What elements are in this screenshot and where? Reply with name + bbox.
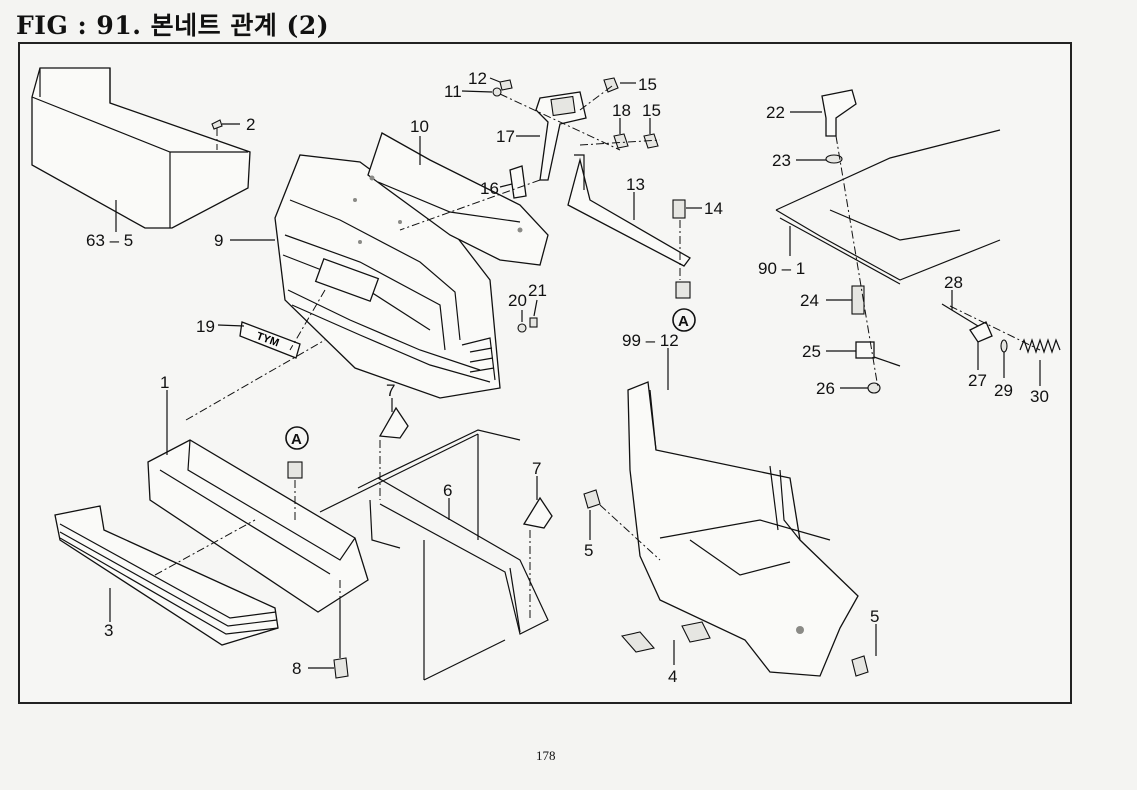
part-18-bolt: [613, 133, 629, 149]
label-15-mid: 15: [642, 101, 661, 120]
part-90-1-hood: [775, 129, 1001, 285]
part-10-upper-panel: [367, 132, 549, 266]
label-1: 1: [160, 373, 169, 392]
leader-lines: [109, 77, 1041, 681]
label-20: 20: [508, 291, 527, 310]
part-13-stay: [567, 154, 691, 267]
label-28: 28: [944, 273, 963, 292]
label-6: 6: [443, 481, 452, 500]
part-20-washer: [517, 323, 527, 333]
label-7-left: 7: [386, 381, 395, 400]
part-27-plate: [969, 321, 993, 343]
label-2: 2: [246, 115, 255, 134]
label-26: 26: [816, 379, 835, 398]
part-17-latch-bracket: [535, 91, 587, 181]
callout-a-right: A: [672, 281, 696, 332]
part-4-clips: [620, 621, 711, 653]
part-16-bracket: [509, 165, 527, 199]
part-26-nut: [867, 382, 881, 394]
svg-text:A: A: [678, 313, 689, 330]
label-8: 8: [292, 659, 301, 678]
part-14-cushion: [672, 199, 686, 219]
label-16: 16: [480, 179, 499, 198]
part-9-front-grille: [274, 154, 501, 399]
label-11: 11: [444, 82, 462, 101]
label-25: 25: [802, 342, 821, 361]
part-2-clip: [211, 119, 223, 150]
part-12-nut: [499, 79, 513, 91]
part-5-bolt-left: [583, 489, 601, 509]
part-22-knob: [821, 89, 857, 137]
label-90-1: 90 – 1: [758, 259, 805, 278]
part-63-5-cover: [31, 67, 251, 229]
label-24: 24: [800, 291, 819, 310]
label-29: 29: [994, 381, 1013, 400]
page-number: 178: [536, 748, 556, 763]
part-1-lower-panel: [147, 439, 369, 613]
svg-text:A: A: [291, 431, 302, 448]
label-4: 4: [668, 667, 677, 686]
part-23-washer: [825, 154, 843, 164]
part-7-bracket-left: [378, 406, 409, 439]
part-labels: 63 – 5 2 9 10 11 12 15 18 15 17 16 13 14…: [86, 69, 1049, 686]
label-19: 19: [196, 317, 215, 336]
part-5-bolt-right: [851, 655, 869, 677]
part-15-bolt-top: [603, 77, 619, 93]
label-99-12: 99 – 12: [622, 331, 679, 350]
label-14: 14: [704, 199, 723, 218]
label-21: 21: [528, 281, 547, 300]
part-25-block: [855, 341, 875, 359]
part-28-pin: [941, 303, 979, 327]
label-18: 18: [612, 101, 631, 120]
label-30: 30: [1030, 387, 1049, 406]
label-10: 10: [410, 117, 429, 136]
part-11-washer: [492, 87, 502, 97]
label-13: 13: [626, 175, 645, 194]
label-3: 3: [104, 621, 113, 640]
label-7-right: 7: [532, 459, 541, 478]
part-6-frame: [357, 429, 549, 635]
page-title: FIG : 91. 본네트 관계 (2): [16, 11, 330, 40]
label-9: 9: [214, 231, 223, 250]
part-7-bracket-right: [522, 496, 553, 529]
label-22: 22: [766, 103, 785, 122]
part-8-bolt: [333, 657, 349, 679]
label-17: 17: [496, 127, 515, 146]
part-3-bumper: [54, 505, 279, 646]
part-99-12-support: [627, 381, 859, 677]
label-23: 23: [772, 151, 791, 170]
label-27: 27: [968, 371, 987, 390]
part-19-badge: [239, 321, 301, 359]
label-15-top: 15: [638, 75, 657, 94]
part-21-clip: [529, 317, 538, 328]
part-30-spring: [1019, 338, 1061, 354]
part-29-ring: [1000, 339, 1008, 353]
label-5-right: 5: [870, 607, 879, 626]
label-5-left: 5: [584, 541, 593, 560]
label-63-5: 63 – 5: [86, 231, 133, 250]
label-12: 12: [468, 69, 487, 88]
callout-a-left: A: [285, 426, 309, 479]
